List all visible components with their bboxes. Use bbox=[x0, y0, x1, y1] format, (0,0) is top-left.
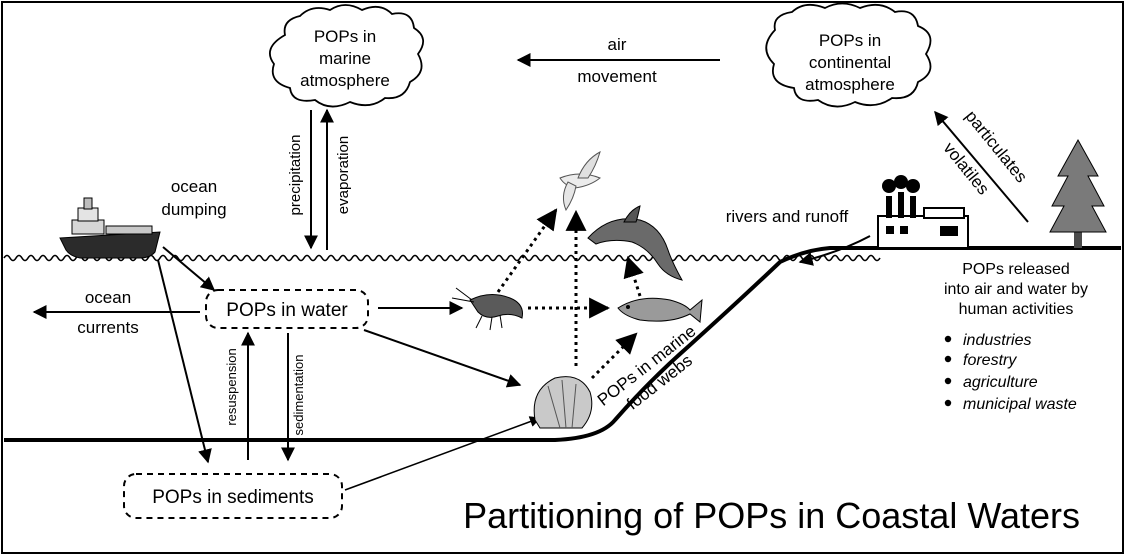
sediments-to-shellfish-arrow bbox=[344, 416, 542, 491]
shellfish-illustration bbox=[533, 376, 593, 429]
pops-in-water-label: POPs in water bbox=[226, 300, 348, 321]
seafloor-coastline bbox=[4, 246, 1121, 442]
shellfish-to-fish-arrow bbox=[590, 332, 638, 380]
marine-cloud-line-3: atmosphere bbox=[300, 71, 390, 90]
resuspension-label: resuspension bbox=[224, 348, 239, 425]
water-to-shellfish-arrow bbox=[363, 329, 522, 388]
ocean-currents-label-2: currents bbox=[77, 318, 138, 337]
continental-atmosphere-cloud: POPs in continental atmosphere bbox=[765, 2, 932, 108]
continental-cloud-line-2: continental bbox=[809, 53, 891, 72]
air-movement-label-1: air bbox=[608, 35, 627, 54]
pops-in-sediments-box bbox=[123, 473, 343, 519]
activity-industries: industries bbox=[963, 332, 1031, 349]
ocean-dumping-label-1: ocean bbox=[171, 177, 217, 196]
activity-forestry: forestry bbox=[963, 352, 1017, 369]
rivers-runoff-label: rivers and runoff bbox=[726, 207, 849, 226]
activity-agriculture: agriculture bbox=[963, 374, 1038, 391]
activities-list: industries forestry agriculture municipa… bbox=[944, 332, 1077, 413]
marine-atmosphere-cloud: POPs in marine atmosphere bbox=[269, 4, 424, 108]
ocean-dumping-label-2: dumping bbox=[161, 200, 226, 219]
ship-illustration bbox=[59, 197, 161, 259]
pops-in-water-box bbox=[205, 289, 369, 329]
tree-illustration bbox=[1049, 138, 1107, 248]
air-movement-label-2: movement bbox=[577, 67, 657, 86]
release-line-3: human activities bbox=[959, 301, 1074, 318]
seabird-illustration bbox=[559, 151, 601, 212]
bullet-agriculture bbox=[944, 377, 952, 385]
bullet-industries bbox=[944, 335, 952, 343]
ocean-currents-label-1: ocean bbox=[85, 288, 131, 307]
bullet-municipal-waste bbox=[944, 399, 952, 407]
food-web-arrows bbox=[496, 208, 644, 380]
rivers-runoff-arrow bbox=[798, 235, 871, 266]
dumping-to-water-arrow bbox=[162, 246, 216, 291]
marine-cloud-line-1: POPs in bbox=[314, 27, 376, 46]
continental-cloud-line-1: POPs in bbox=[819, 31, 881, 50]
sedimentation-label: sedimentation bbox=[291, 355, 306, 436]
shrimp-to-bird-arrow bbox=[496, 208, 558, 293]
factory-illustration bbox=[877, 175, 969, 249]
continental-cloud-line-3: atmosphere bbox=[805, 75, 895, 94]
shrimp-illustration bbox=[451, 287, 523, 331]
fish-illustration bbox=[617, 297, 703, 323]
dumping-to-sediments-arrow bbox=[157, 259, 212, 464]
evaporation-label: evaporation bbox=[335, 136, 352, 214]
precipitation-label: precipitation bbox=[287, 135, 304, 216]
marine-cloud-line-2: marine bbox=[319, 49, 371, 68]
pops-in-sediments-label: POPs in sediments bbox=[152, 487, 314, 508]
diagram-title: Partitioning of POPs in Coastal Waters bbox=[463, 495, 1080, 536]
release-line-1: POPs released bbox=[962, 261, 1070, 278]
bullet-forestry bbox=[944, 355, 952, 363]
activity-municipal-waste: municipal waste bbox=[963, 396, 1077, 413]
dolphin-illustration bbox=[587, 205, 683, 281]
particulates-volatiles-arrow bbox=[934, 110, 1029, 223]
release-line-2: into air and water by bbox=[944, 281, 1088, 298]
